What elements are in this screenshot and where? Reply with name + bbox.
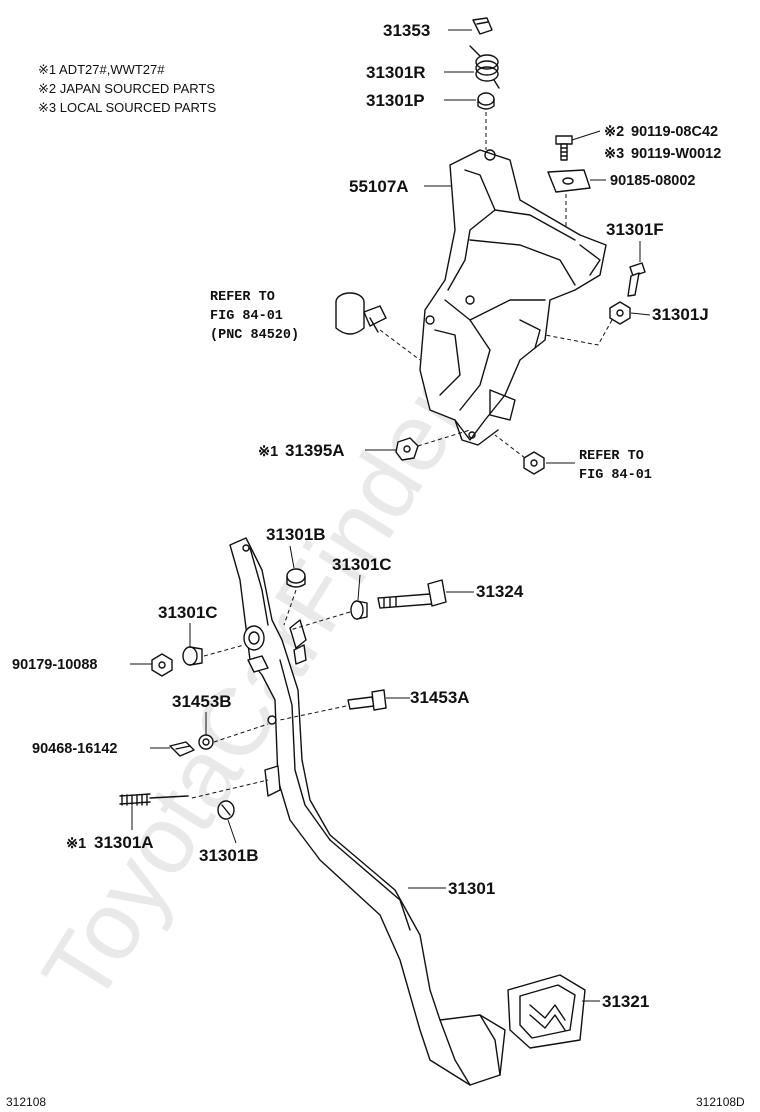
label-55107A[interactable]: 55107A [349,177,409,196]
part-31453B-bushing[interactable] [198,734,214,750]
label-31301C-right[interactable]: 31301C [332,555,392,574]
leader-90119 [571,130,601,141]
part-31353-clip[interactable] [472,17,493,35]
part-31301R-spring[interactable] [469,45,500,89]
footer-right-code: 312108D [696,1095,745,1109]
label-90119-08C42-prefix: ※2 [604,124,624,140]
label-31301B-top[interactable]: 31301B [266,525,326,544]
part-31301F-bolt[interactable] [627,262,646,297]
part-31395A-nut[interactable] [395,437,419,461]
part-31453A-pin[interactable] [347,689,387,711]
label-90119-W0012-prefix: ※3 [604,146,624,162]
leader-31301C-right [357,574,361,601]
leader-switch-to-bracket [379,329,421,361]
part-ref-nut[interactable] [523,451,545,475]
note-1: ※1 ADT27#,WWT27# [38,62,165,77]
label-31353[interactable]: 31353 [383,21,430,40]
label-31301A-prefix: ※1 [66,836,86,852]
leader-31453A-dash [279,705,347,721]
label-31453B[interactable]: 31453B [172,692,232,711]
note-3: ※3 LOCAL SOURCED PARTS [38,100,217,115]
part-31301A-spring[interactable] [119,793,189,806]
leader-31301J [544,319,613,346]
label-31301A[interactable]: 31301A [94,833,154,852]
label-31395A[interactable]: 31395A [285,441,345,460]
leader-31301B-bottom [227,819,237,844]
note-2: ※2 JAPAN SOURCED PARTS [38,81,215,96]
label-90468-16142[interactable]: 90468-16142 [32,741,117,757]
leader-31301J-label [630,312,651,316]
part-90119-bolt[interactable] [555,135,573,161]
part-31301C-right-bushing[interactable] [350,600,368,620]
label-31301F[interactable]: 31301F [606,220,664,239]
label-31301R[interactable]: 31301R [366,63,426,82]
label-31301B-bottom[interactable]: 31301B [199,846,259,865]
part-90468-16142-clip[interactable] [169,741,195,757]
label-31301P[interactable]: 31301P [366,91,425,110]
leader-31301A-dash [191,779,269,799]
label-31301J[interactable]: 31301J [652,305,709,324]
label-31453A[interactable]: 31453A [410,688,470,707]
label-90185-08002[interactable]: 90185-08002 [610,173,695,189]
label-31324[interactable]: 31324 [476,582,524,601]
leader-31453B-dash [213,723,269,743]
label-90179-10088[interactable]: 90179-10088 [12,657,97,673]
label-31301[interactable]: 31301 [448,879,495,898]
part-31301B-top-bushing[interactable] [286,568,306,588]
leader-31301B-top [289,545,295,569]
label-ref1-line2[interactable]: FIG 84-01 [210,309,283,324]
label-ref1-line3: (PNC 84520) [210,328,299,343]
part-31301P-bushing[interactable] [477,92,495,110]
label-90119-08C42[interactable]: 90119-08C42 [631,124,718,140]
label-ref2-line2[interactable]: FIG 84-01 [579,468,652,483]
leader-31324-dash [289,611,351,631]
label-31321[interactable]: 31321 [602,992,649,1011]
part-55107A-bracket[interactable] [419,149,607,446]
label-90119-W0012[interactable]: 90119-W0012 [631,146,721,162]
part-31301C-left-bushing[interactable] [182,646,203,666]
part-90179-10088-nut[interactable] [151,653,173,677]
leader-31301B-top-dash [283,589,297,626]
part-31324-bolt[interactable] [377,579,447,609]
leader-31395A [417,429,471,447]
part-90185-08002-plate[interactable] [547,169,591,193]
stop-lamp-switch[interactable] [335,292,387,335]
part-31301B-bottom-bushing[interactable] [217,800,235,820]
leader-ref-nut [494,434,526,459]
part-31301-pedal-arm[interactable] [229,537,506,1086]
footer-left-code: 312108 [6,1095,46,1109]
label-31301C-left[interactable]: 31301C [158,603,218,622]
label-ref1-line1: REFER TO [210,290,275,305]
label-31395A-prefix: ※1 [258,444,278,460]
label-ref2-line1: REFER TO [579,449,644,464]
part-31301J-nut[interactable] [609,301,631,325]
part-31321-pedal-pad[interactable] [507,974,586,1049]
